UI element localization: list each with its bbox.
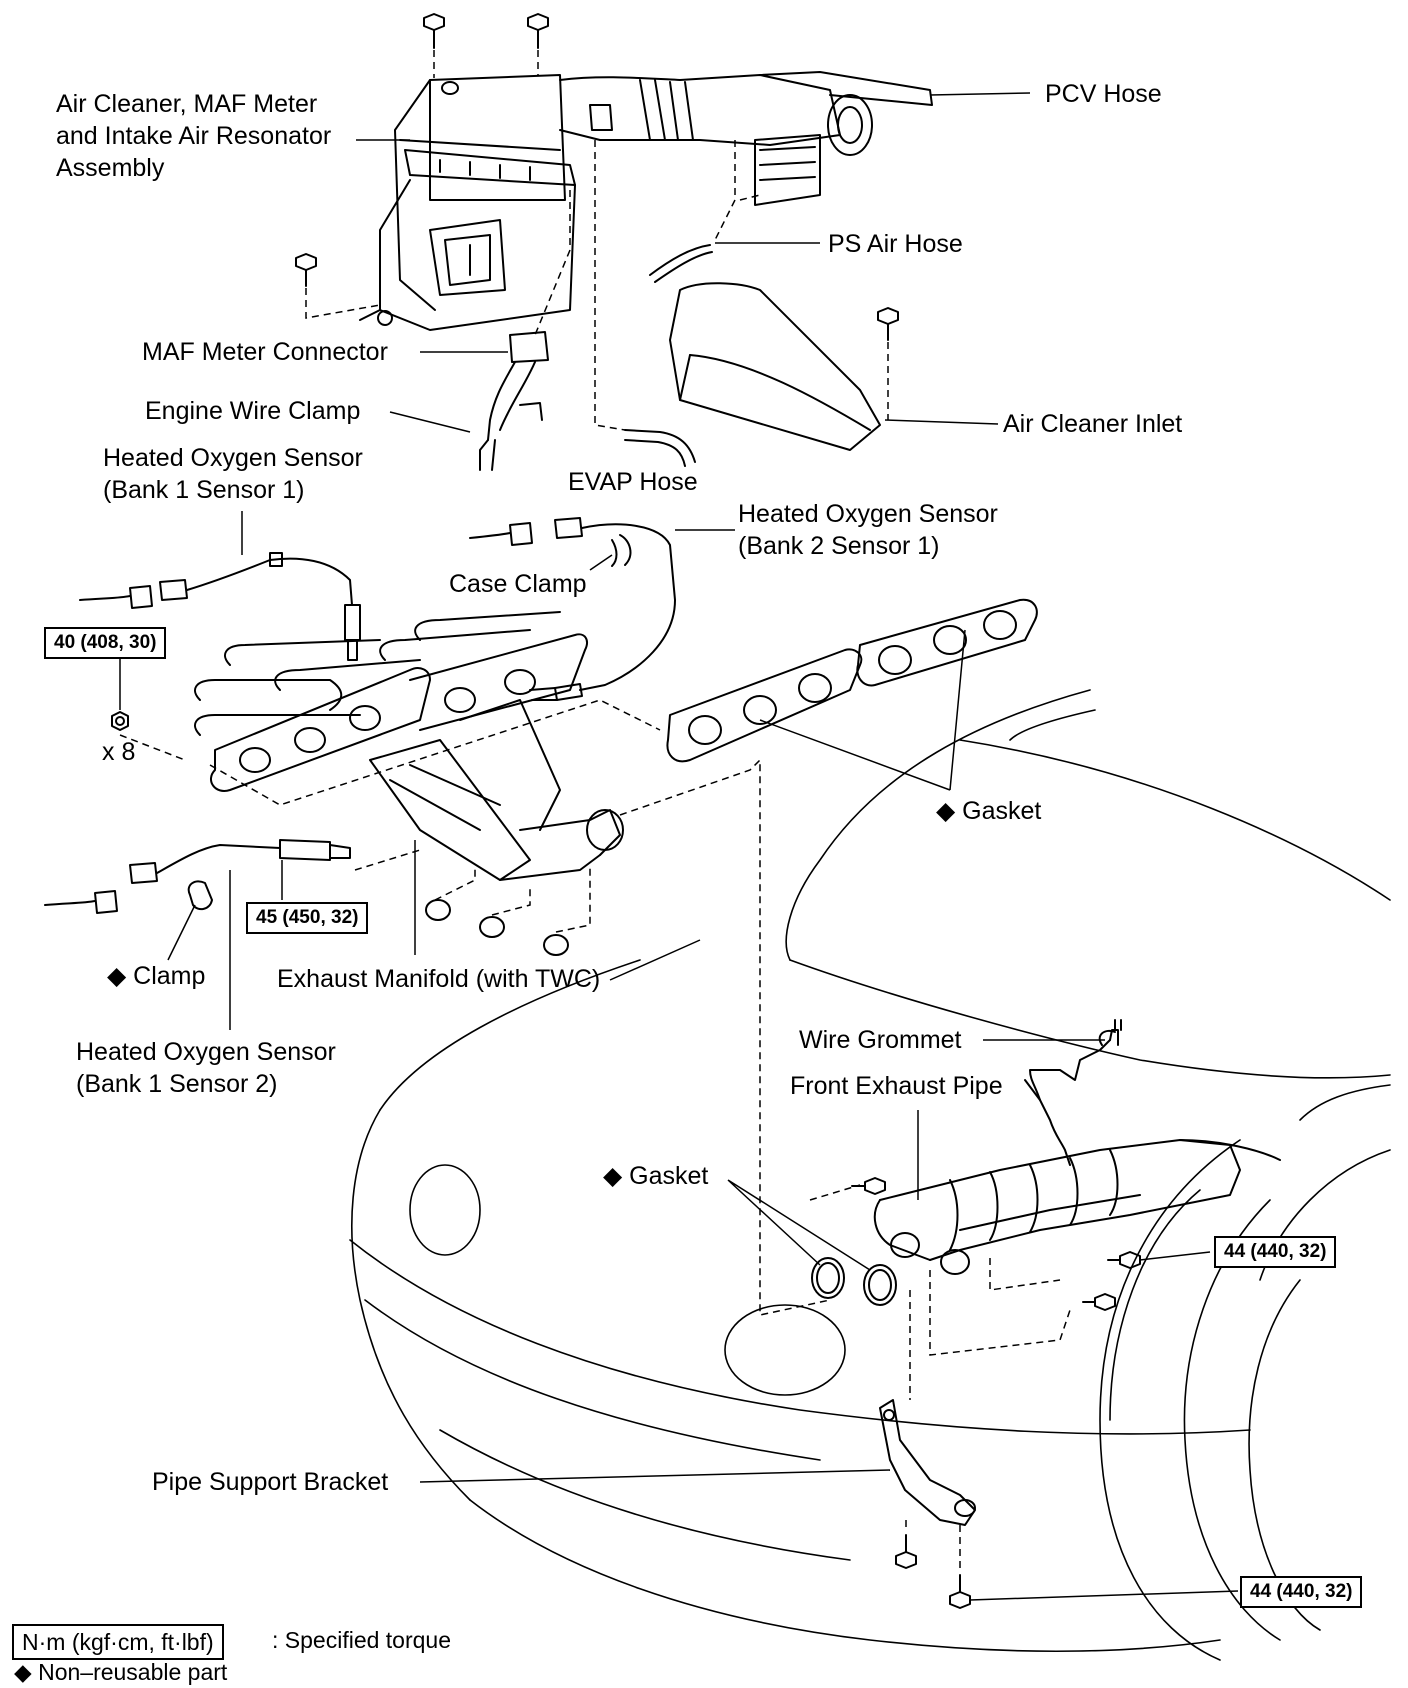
torque-box-manifold-nut: 40 (408, 30): [44, 627, 167, 659]
label-ho2s-bank2-sensor1: Heated Oxygen Sensor (Bank 2 Sensor 1): [738, 500, 998, 560]
bolt-air-inlet-icon: [877, 307, 899, 341]
torque-box-bracket-bolts: 44 (440, 32): [1240, 1576, 1363, 1608]
manifold-gasket-right: [856, 598, 1038, 687]
legend-torque-unit-box: N·m (kgf·cm, ft·lbf): [12, 1624, 224, 1660]
ho2s-bank2-sensor1: [469, 517, 676, 701]
ho2s-bank1-sensor2: [44, 839, 351, 914]
label-air-cleaner-assembly: Air Cleaner, MAF Meter and Intake Air Re…: [56, 90, 332, 182]
air-cleaner-assembly: [359, 71, 933, 331]
label-ho2s-bank1-sensor2: Heated Oxygen Sensor (Bank 1 Sensor 2): [76, 1038, 336, 1098]
pipe-gasket-right: [863, 1264, 897, 1306]
evap-hose: [624, 429, 696, 463]
bracket-bolt-icon: [949, 1574, 971, 1609]
manifold-gasket-left: [666, 648, 863, 763]
label-evap-hose: EVAP Hose: [568, 468, 698, 496]
legend-torque-text: : Specified torque: [272, 1627, 452, 1653]
label-gasket-pipe: ◆ Gasket: [603, 1162, 709, 1190]
manifold-nut-icon: [425, 899, 569, 956]
bolt-top-right-icon: [527, 13, 549, 49]
pipe-gasket-left: [811, 1257, 845, 1299]
legend-nonreusable: ◆ Non–reusable part: [14, 1659, 228, 1685]
label-exhaust-manifold: Exhaust Manifold (with TWC): [277, 965, 601, 993]
label-front-exhaust-pipe: Front Exhaust Pipe: [790, 1072, 1003, 1100]
pipe-support-bracket: [879, 1399, 976, 1526]
pipe-bolt-icon: [1082, 1293, 1116, 1311]
label-pcv-hose: PCV Hose: [1045, 80, 1162, 108]
label-case-clamp: Case Clamp: [449, 570, 587, 598]
ho2s-bank1-sensor1: [79, 552, 361, 661]
leader-lines: [119, 92, 1239, 1601]
label-wire-grommet: Wire Grommet: [799, 1026, 962, 1054]
pipe-bolt-icon: [1107, 1251, 1141, 1269]
nut-icon: [111, 711, 129, 731]
label-maf-meter-connector: MAF Meter Connector: [142, 338, 388, 366]
guide-lines: [119, 50, 1071, 1570]
exhaust-manifold: [194, 611, 624, 881]
air-cleaner-inlet: [669, 282, 881, 451]
label-engine-wire-clamp: Engine Wire Clamp: [145, 397, 361, 425]
vehicle-outline: [349, 689, 1391, 1661]
bolt-left-icon: [295, 253, 317, 287]
torque-box-sensor-b1s2: 45 (450, 32): [246, 902, 369, 934]
bolt-top-left-icon: [423, 13, 445, 49]
label-ps-air-hose: PS Air Hose: [828, 230, 963, 258]
label-clamp: ◆ Clamp: [107, 962, 206, 990]
label-air-cleaner-inlet: Air Cleaner Inlet: [1003, 410, 1183, 438]
ps-air-hose: [649, 244, 711, 276]
label-gasket-manifold: ◆ Gasket: [936, 797, 1042, 825]
front-exhaust-pipe: [873, 1019, 1281, 1275]
label-ho2s-bank1-sensor1: Heated Oxygen Sensor (Bank 1 Sensor 1): [103, 444, 363, 504]
maf-meter-connector: [479, 331, 549, 471]
label-x8: x 8: [102, 738, 136, 766]
bracket-bolt-icon: [895, 1534, 917, 1569]
torque-box-pipe-bolts: 44 (440, 32): [1214, 1236, 1337, 1268]
clamp-icon: [187, 880, 213, 911]
label-pipe-support-bracket: Pipe Support Bracket: [152, 1468, 389, 1496]
